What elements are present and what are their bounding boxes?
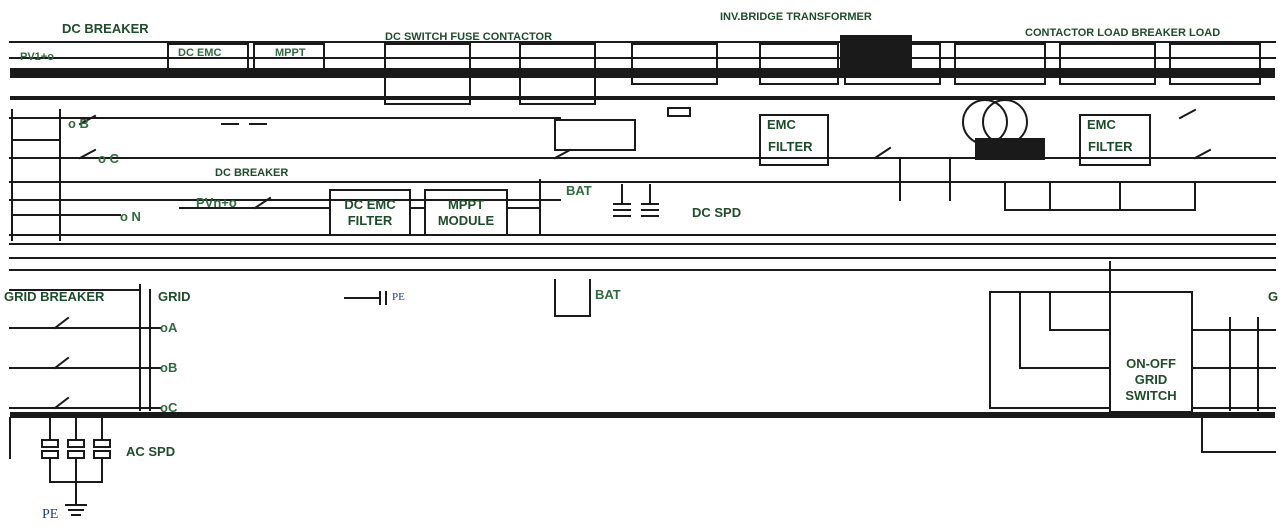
- transformer-symbol: [962, 99, 1008, 145]
- label-pvn: PVn+o: [196, 195, 237, 210]
- on-off-grid-switch-label: ON-OFF GRID SWITCH: [1110, 348, 1192, 412]
- label-pv1: PV1+o: [20, 51, 54, 63]
- label-grid: GRID: [158, 289, 191, 304]
- mppt-box-top: [253, 43, 325, 75]
- label-switch-3: SWITCH: [1125, 388, 1177, 403]
- label-dc-breaker-top: DC BREAKER: [62, 21, 149, 36]
- label-emc-left-1: EMC: [767, 117, 796, 132]
- bottom-bus-band: [10, 412, 1275, 418]
- top-box-7: [1059, 43, 1156, 85]
- dc-spd-symbol: [613, 184, 659, 217]
- on-off-grid-switch-box: [1109, 291, 1193, 413]
- ac-spd-symbol: [41, 417, 111, 506]
- label-emc-right-2: FILTER: [1088, 139, 1133, 154]
- label-phase-c: oC: [160, 400, 178, 415]
- dark-block-3: [554, 119, 636, 151]
- label-dc-switch-fuse-contactor: DC SWITCH FUSE CONTACTOR: [385, 31, 553, 43]
- label-phase-b-top: o B: [68, 116, 89, 131]
- mppt-module-label: MPPT MODULE: [425, 190, 507, 235]
- label-dc-breaker-mid: DC BREAKER: [215, 167, 289, 179]
- emc-filter-left: [759, 114, 829, 166]
- dc-emc-box-top: [167, 43, 249, 75]
- label-phase-c-top: o C: [98, 151, 119, 166]
- label-switch-1: ON-OFF: [1126, 356, 1176, 371]
- label-emc-left-2: FILTER: [768, 139, 813, 154]
- label-dc-emc-2: FILTER: [347, 212, 393, 228]
- label-ac-spd: AC SPD: [126, 444, 176, 459]
- top-bus-band: [10, 68, 1275, 78]
- top-box-3: [631, 43, 718, 85]
- emc-filter-right: [1079, 114, 1151, 166]
- label-phase-b: oB: [160, 360, 178, 375]
- label-switch-2: GRID: [1134, 372, 1168, 387]
- label-phase-a: oA: [160, 320, 178, 335]
- dark-block-1: [840, 35, 912, 73]
- top-bus-band-2: [10, 96, 1275, 100]
- label-grid-right: G: [1268, 289, 1279, 304]
- top-box-1: [384, 43, 471, 105]
- label-bat-bottom: BAT: [595, 287, 621, 302]
- label-contactor-load-breaker-load: CONTACTOR LOAD BREAKER LOAD: [1025, 27, 1221, 39]
- label-bat-top: BAT: [566, 183, 592, 198]
- label-mppt-top: MPPT: [275, 47, 306, 59]
- label-grid-breaker: GRID BREAKER: [4, 289, 105, 304]
- top-box-4: [759, 43, 839, 85]
- label-dc-spd: DC SPD: [692, 205, 742, 220]
- label-pe-bottom: PE: [42, 507, 59, 522]
- top-box-2: [519, 43, 596, 105]
- label-dc-emc-1: DC EMC: [344, 196, 396, 212]
- label-dc-emc-top: DC EMC: [178, 47, 222, 59]
- label-inv-bridge-transformer: INV.BRIDGE TRANSFORMER: [720, 11, 872, 23]
- label-neutral: o N: [120, 209, 141, 224]
- dark-block-2: [975, 138, 1045, 160]
- fuse-symbol: [667, 107, 691, 117]
- top-box-8: [1169, 43, 1261, 85]
- label-pe-mid: PE: [392, 291, 405, 303]
- ground-symbol: [65, 504, 87, 516]
- capacitor-top-left: [221, 117, 267, 125]
- label-mppt-1: MPPT: [447, 196, 485, 212]
- top-box-6: [954, 43, 1046, 85]
- dc-emc-filter-label: DC EMC FILTER: [330, 190, 410, 235]
- label-mppt-2: MODULE: [437, 212, 495, 228]
- label-emc-right-1: EMC: [1087, 117, 1116, 132]
